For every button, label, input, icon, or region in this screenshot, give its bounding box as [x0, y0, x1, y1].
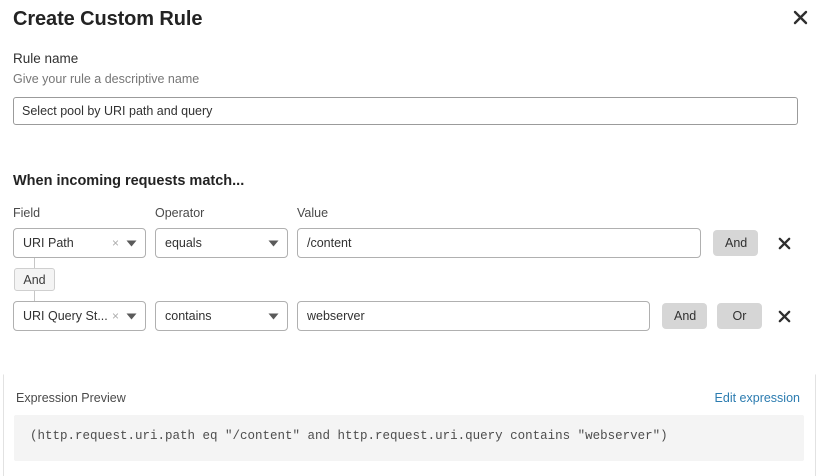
- chevron-down-icon: [263, 240, 283, 247]
- field-select-1-value: URI Path: [23, 236, 74, 250]
- add-or-condition-button-2[interactable]: Or: [717, 303, 762, 329]
- chevron-down-icon: [121, 240, 141, 247]
- field-select-2[interactable]: URI Query St... ×: [13, 301, 146, 331]
- page-title: Create Custom Rule: [13, 8, 203, 30]
- match-section-heading: When incoming requests match...: [13, 173, 245, 189]
- delete-condition-button-2[interactable]: [773, 305, 795, 327]
- close-icon: [778, 310, 791, 323]
- column-header-field: Field: [13, 206, 41, 220]
- edit-expression-link[interactable]: Edit expression: [714, 391, 800, 405]
- operator-select-1-value: equals: [165, 236, 202, 250]
- column-header-operator: Operator: [155, 206, 205, 220]
- add-and-condition-button-1[interactable]: And: [713, 230, 758, 256]
- value-input-2[interactable]: [297, 301, 650, 331]
- condition-column-labels: Field Operator Value: [0, 206, 820, 224]
- close-icon: [793, 10, 808, 25]
- connector-and-badge[interactable]: And: [14, 268, 55, 291]
- column-header-value: Value: [297, 206, 329, 220]
- connector-line-bottom: [34, 291, 35, 301]
- modal-header: Create Custom Rule: [0, 0, 820, 44]
- chevron-down-icon: [263, 313, 283, 320]
- close-modal-button[interactable]: [788, 5, 812, 29]
- rule-name-section: Rule name Give your rule a descriptive n…: [13, 50, 798, 125]
- expression-preview-card: Expression Preview Edit expression (http…: [3, 374, 816, 476]
- rule-name-label: Rule name: [13, 51, 79, 66]
- rule-name-input[interactable]: [13, 97, 798, 125]
- field-select-1[interactable]: URI Path ×: [13, 228, 146, 258]
- rule-name-help-text: Give your rule a descriptive name: [13, 72, 200, 86]
- chevron-down-icon: [121, 313, 141, 320]
- expression-preview-box: (http.request.uri.path eq "/content" and…: [14, 415, 804, 461]
- close-icon: [778, 237, 791, 250]
- condition-connector: And: [0, 258, 200, 304]
- operator-select-2-value: contains: [165, 309, 212, 323]
- expression-preview-label: Expression Preview: [16, 391, 126, 405]
- condition-row: URI Query St... × contains And Or: [0, 301, 820, 331]
- clear-icon[interactable]: ×: [111, 236, 119, 250]
- condition-row: URI Path × equals And: [0, 228, 820, 258]
- expression-preview-text: (http.request.uri.path eq "/content" and…: [30, 429, 668, 443]
- operator-select-1[interactable]: equals: [155, 228, 288, 258]
- connector-line-top: [34, 258, 35, 268]
- add-and-condition-button-2[interactable]: And: [662, 303, 707, 329]
- delete-condition-button-1[interactable]: [773, 232, 795, 254]
- value-input-1[interactable]: [297, 228, 701, 258]
- operator-select-2[interactable]: contains: [155, 301, 288, 331]
- clear-icon[interactable]: ×: [111, 309, 119, 323]
- field-select-2-value: URI Query St...: [23, 309, 108, 323]
